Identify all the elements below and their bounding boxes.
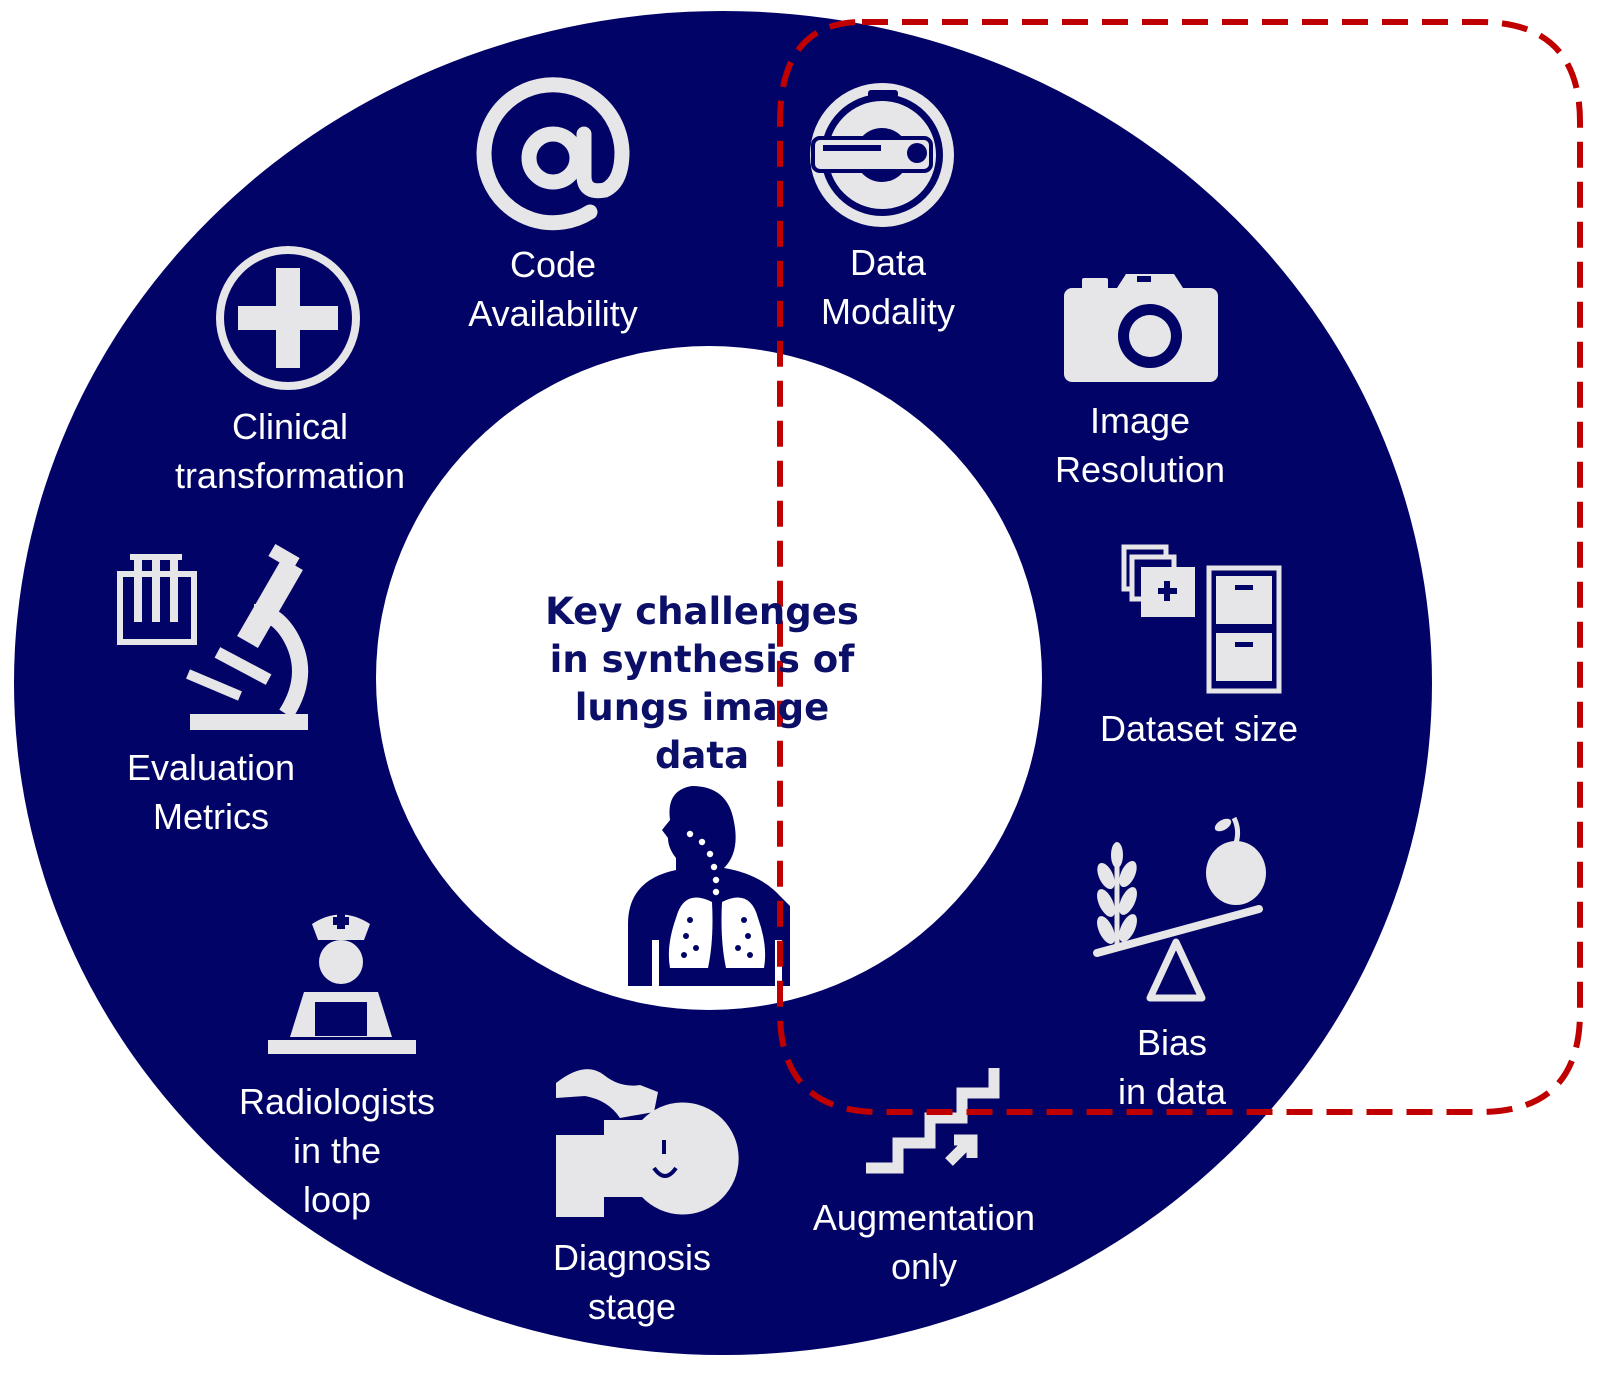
label-image-resolution: Image Resolution xyxy=(1054,400,1226,490)
lungs-torso-icon xyxy=(628,786,790,986)
file-cabinet-icon xyxy=(1121,544,1282,694)
mri-scanner-icon xyxy=(810,83,954,227)
label-radiologists-in-the-loop: Radiologists in the loop xyxy=(238,1081,436,1220)
label-diagnosis-stage: Diagnosis stage xyxy=(552,1237,712,1327)
label-evaluation-metrics: Evaluation Metrics xyxy=(126,747,296,837)
microscope-icon xyxy=(117,543,308,730)
label-dataset-size: Dataset size xyxy=(1099,708,1299,749)
nurse-icon xyxy=(268,913,416,1054)
highlight-dashed-box xyxy=(777,19,1583,1115)
balance-scale-icon xyxy=(1093,816,1266,1002)
label-code-availability: Code Availability xyxy=(468,244,638,334)
label-bias-in-data: Bias in data xyxy=(1117,1022,1227,1112)
patient-icon xyxy=(556,1069,739,1217)
camera-icon xyxy=(1064,274,1218,382)
label-augmentation-only: Augmentation only xyxy=(812,1197,1036,1287)
at-sign-icon xyxy=(476,77,630,231)
label-clinical-transformation: Clinical transformation xyxy=(174,406,406,496)
stairs-icon xyxy=(866,1068,1000,1174)
center-title: Key challenges in synthesis of lungs ima… xyxy=(545,590,859,777)
label-data-modality: Data Modality xyxy=(820,242,956,332)
medical-cross-icon xyxy=(216,246,360,390)
